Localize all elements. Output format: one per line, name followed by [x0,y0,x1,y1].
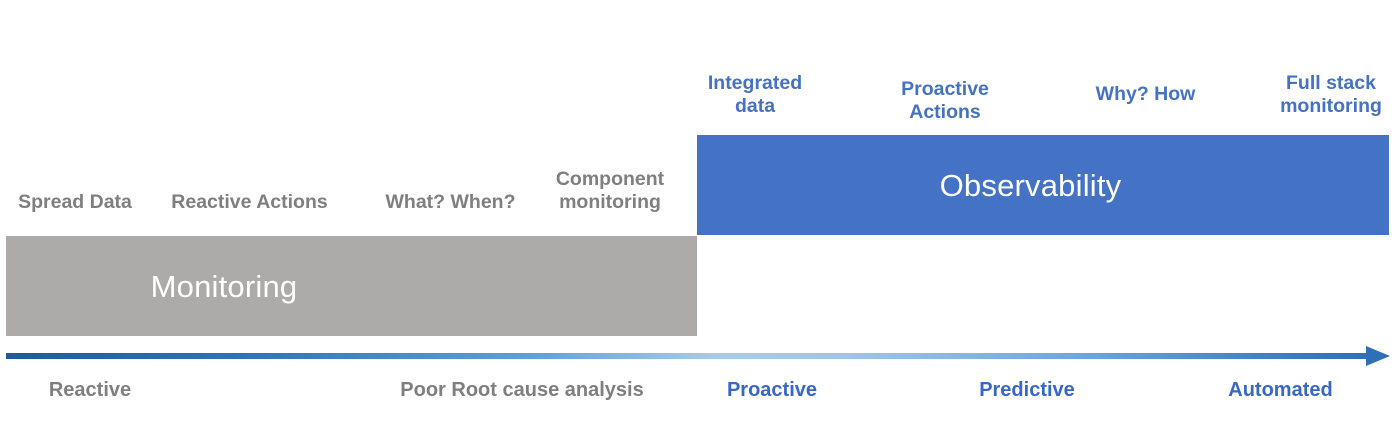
caption-component-monitoring: Component monitoring [555,168,665,213]
timeline-arrow [6,346,1390,371]
right-arrow-icon [1366,346,1390,366]
caption-reactive-actions: Reactive Actions [171,191,328,213]
stage-label-automated: Automated [1228,379,1333,401]
stage-label-poor-root-cause-analysis: Poor Root cause analysis [400,379,644,401]
caption-full-stack-monitoring: Full stack monitoring [1280,72,1382,117]
stage-label-reactive: Reactive [48,379,132,401]
caption-proactive-actions: Proactive Actions [901,78,989,123]
caption-what-when: What? When? [385,191,516,213]
stage-label-proactive: Proactive [726,379,818,401]
timeline-line [6,353,1368,359]
caption-integrated-data: Integrated data [707,72,803,117]
observability-bar-label: Observability [939,167,1122,203]
caption-spread-data: Spread Data [18,191,132,213]
observability-bar: Observability [697,135,1389,235]
caption-why-how: Why? How [1095,83,1196,105]
monitoring-bar-label: Monitoring [150,268,298,304]
monitoring-bar: Monitoring [6,236,697,336]
stage-label-predictive: Predictive [979,379,1075,401]
